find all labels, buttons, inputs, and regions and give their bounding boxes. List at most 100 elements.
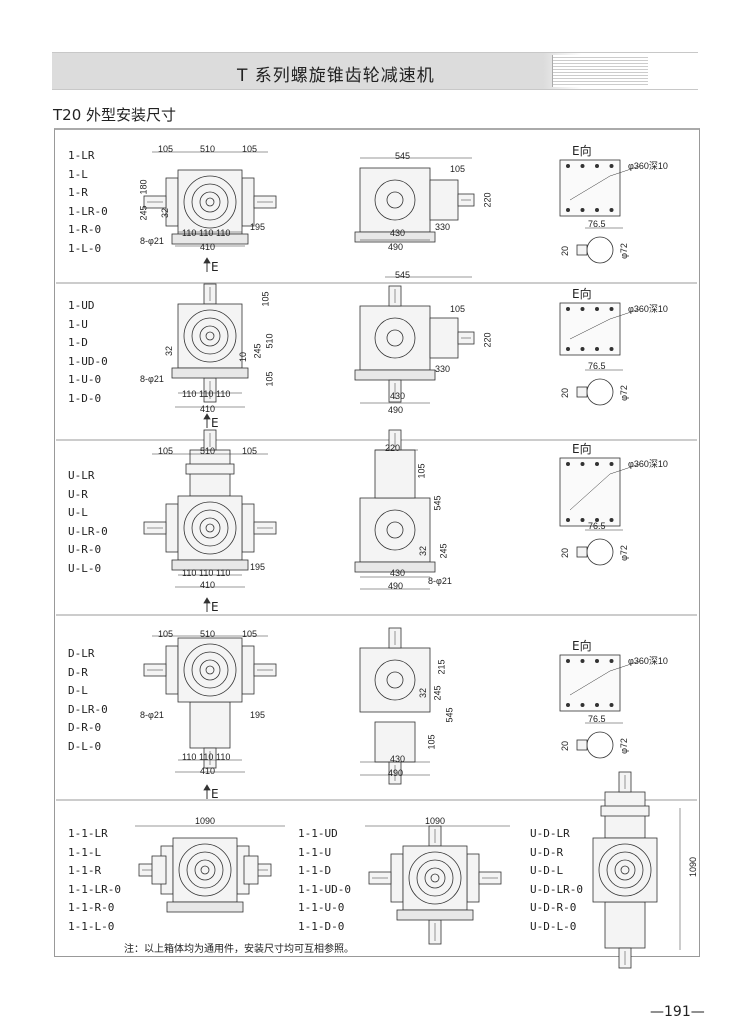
hub-circle [199, 517, 221, 539]
front-dimension: 110 [199, 389, 214, 399]
shaft-diameter-dimension: φ72 [618, 243, 629, 259]
bolt-hole [566, 659, 571, 664]
hub-circle [199, 659, 221, 681]
side-dimension: 105 [450, 164, 466, 174]
bore-circle [200, 865, 210, 875]
bolt-hole [580, 659, 585, 664]
side-flange [165, 645, 179, 695]
front-dimension: 105 [242, 446, 258, 456]
key-length-dimension: 20 [560, 547, 571, 559]
arrow-head [203, 413, 211, 420]
model-code: 1-1-UD-0 [298, 882, 351, 896]
page-header-title: T 系列螺旋锥齿轮减速机 [237, 66, 435, 86]
side-dimension: 330 [435, 364, 451, 374]
model-code: U-L [68, 506, 88, 519]
bolt-hole [566, 207, 571, 212]
flange-circle [374, 509, 416, 551]
side-dimension: 430 [390, 754, 406, 764]
extension-housing [151, 855, 167, 885]
diameter-leader [609, 660, 641, 672]
side-flange [466, 853, 480, 903]
e-view-label: E向 [572, 442, 592, 456]
hub-circle [194, 859, 216, 881]
bolt-hole [609, 346, 614, 351]
side-flange [165, 177, 179, 227]
model-code: 1-1-D [298, 864, 332, 877]
key-length-dimension: 20 [560, 740, 571, 752]
model-code: D-R [68, 665, 88, 679]
e-direction-label: E [211, 787, 219, 801]
model-code: 1-1-U [298, 845, 332, 859]
lower-tower [604, 901, 646, 949]
bolt-hole [595, 659, 600, 664]
gearbox-body [172, 837, 238, 903]
front-dimension: 180 [138, 179, 149, 195]
page-number: —191— [650, 1004, 705, 1020]
shaft-section [586, 378, 614, 406]
overall-length-dimension: 1090 [425, 816, 446, 826]
flange-circle [183, 175, 237, 229]
bolt-hole-dimension: 8-φ21 [140, 710, 164, 720]
tower-ring [600, 805, 650, 817]
flange-circle [598, 843, 652, 897]
bolt-hole [580, 518, 585, 523]
bolt-hole [566, 163, 571, 168]
bore-circle [205, 523, 215, 533]
bolt-hole [609, 163, 614, 168]
side-dimension: 430 [390, 568, 406, 578]
e-direction-label: E [211, 260, 219, 274]
e-view-label: E向 [572, 639, 592, 653]
bore-dimension: φ360深10 [628, 304, 668, 314]
diameter-leader [569, 670, 611, 696]
side-flange [241, 645, 255, 695]
side-dimension: 545 [444, 707, 455, 723]
model-code: 1-1-UD [298, 827, 338, 840]
bore-circle [205, 197, 215, 207]
model-code: U-L-0 [68, 561, 102, 575]
bolt-hole [580, 346, 585, 351]
hub-circle [386, 671, 404, 689]
side-dimension: 105 [416, 463, 427, 479]
bolt-hole [609, 659, 614, 664]
gearbox-body [177, 495, 243, 561]
model-code: 1-U-0 [68, 373, 102, 386]
overall-length-dimension: 1090 [195, 816, 216, 826]
key-width-dimension: 76.5 [588, 521, 606, 531]
side-dimension: 430 [390, 391, 406, 401]
model-code: U-D-R [530, 845, 564, 859]
bore-dimension: φ360深10 [628, 656, 668, 666]
bolt-hole [595, 703, 600, 708]
bolt-hole [580, 703, 585, 708]
front-dimension: 110 [182, 568, 197, 578]
hub-circle [386, 521, 404, 539]
mounting-base [354, 231, 436, 243]
mounting-base [354, 561, 436, 573]
hub-circle [199, 325, 221, 347]
hub-circle [424, 867, 446, 889]
bore-circle [430, 873, 440, 883]
bolt-hole [580, 207, 585, 212]
flange-circle [183, 643, 237, 697]
bolt-hole [566, 306, 571, 311]
model-code: U-D-L-0 [530, 919, 577, 933]
drawing-frame [54, 128, 700, 957]
diameter-leader [569, 473, 611, 511]
front-dimension: 110 [216, 752, 231, 762]
front-dimension: 245 [252, 343, 263, 359]
bearing-circle [191, 317, 229, 355]
mounting-base [171, 367, 249, 379]
front-dimension: 105 [260, 291, 271, 307]
front-dimension: 410 [200, 404, 216, 414]
gearbox-side-body [359, 305, 431, 371]
e-view-label: E向 [572, 144, 592, 158]
side-flange [241, 503, 255, 553]
side-flange [390, 853, 404, 903]
model-code: 1-U [68, 317, 88, 331]
lower-tower [189, 701, 231, 749]
gearbox-side-body [359, 497, 431, 563]
mounting-base [171, 233, 249, 245]
front-dimension: 245 [138, 205, 149, 221]
extension-housing [429, 317, 459, 359]
front-dimension: 32 [164, 345, 175, 357]
mounting-base [166, 901, 244, 913]
